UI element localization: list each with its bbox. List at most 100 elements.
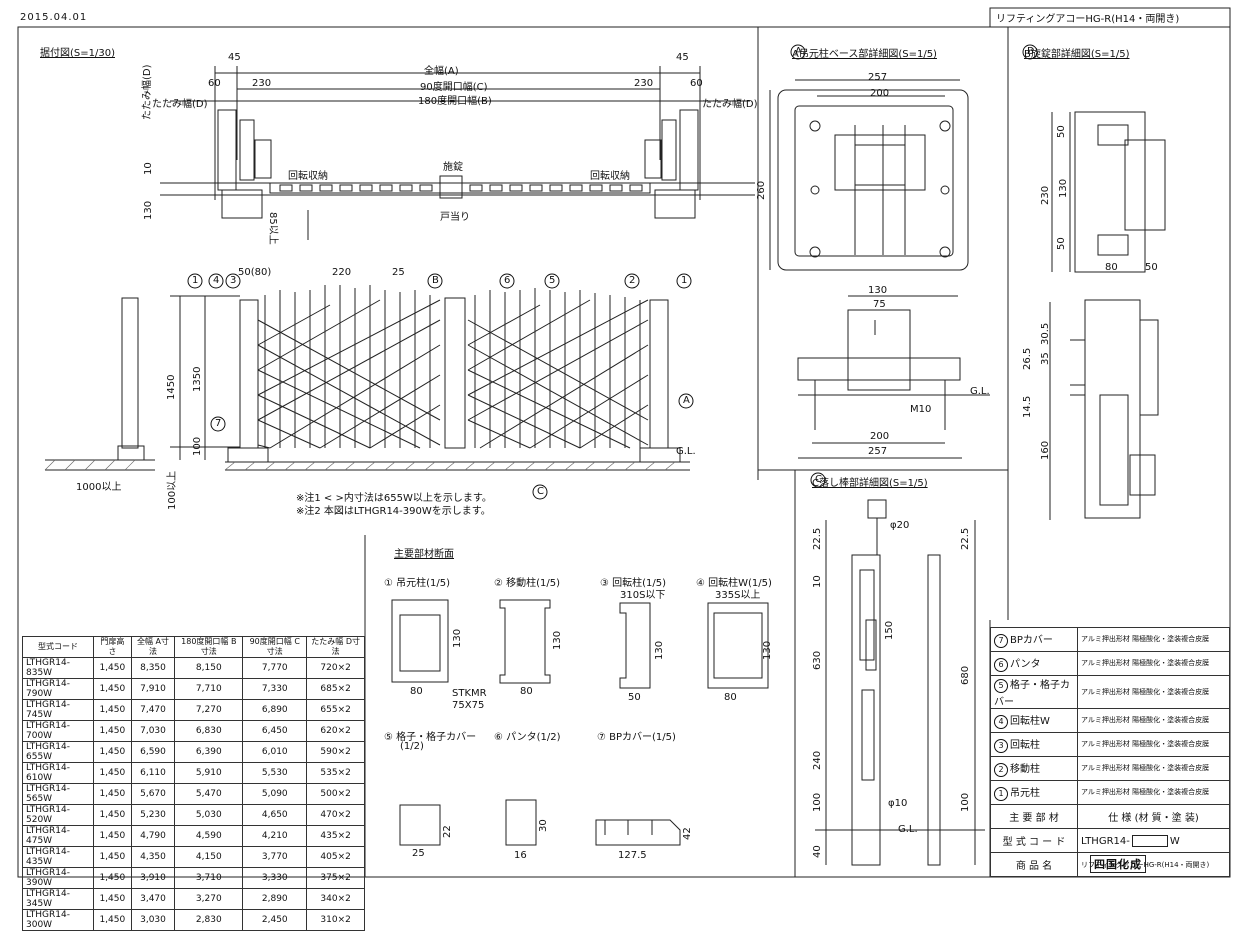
dim-a-75: 75	[873, 299, 886, 310]
spec-value-cell: 6,450	[242, 720, 308, 742]
section-3-width: 50	[628, 692, 641, 703]
part-name: BPカバー	[1010, 635, 1053, 646]
callout-4: 4	[213, 275, 220, 286]
section-5-scale: (1/2)	[400, 741, 424, 752]
dim-b-26-5: 26.5	[1022, 347, 1033, 370]
section-1-title: ① 吊元柱(1/5)	[384, 578, 451, 589]
spec-value-cell: 6,890	[242, 699, 308, 721]
dim-45-right: 45	[676, 52, 689, 63]
note-2: ※注2 本図はLTHGR14-390Wを示します。	[296, 506, 491, 517]
spec-model-cell: LTHGR14-610W	[21, 762, 95, 784]
col-c: 90度開口幅 C寸法	[242, 636, 308, 658]
spec-value-cell: 375×2	[306, 867, 365, 889]
part-spec: アルミ押出形材 陽極酸化・塗装複合皮膜	[1077, 675, 1230, 709]
part-name: 移動柱	[1010, 764, 1040, 775]
elevation-lattice	[257, 285, 649, 449]
section-2-width: 80	[520, 686, 533, 697]
section-1-material: STKMR	[452, 688, 487, 699]
spec-model-cell: LTHGR14-790W	[21, 678, 95, 700]
spec-value-cell: 3,470	[130, 888, 176, 910]
spec-table-header: 型式コード 門扉高さ 全幅 A寸法 180度開口幅 B寸法 90度開口幅 C寸法…	[21, 636, 365, 658]
section-4-title: ④ 回転柱W(1/5)	[696, 578, 772, 589]
spec-value-cell: 1,450	[93, 783, 132, 805]
label-rotate-store-left: 回転収納	[288, 171, 328, 182]
model-row: 型 式 コ ー ド LTHGR14-W	[990, 828, 1230, 853]
spec-value-cell: 1,450	[93, 699, 132, 721]
spec-model-cell: LTHGR14-745W	[21, 699, 95, 721]
callout-c-title: C	[815, 474, 822, 485]
spec-value-cell: 8,350	[130, 657, 176, 679]
dim-60-left: 60	[208, 78, 221, 89]
spec-value-cell: 6,110	[130, 762, 176, 784]
spec-value-cell: 6,590	[130, 741, 176, 763]
spec-value-cell: 7,270	[174, 699, 244, 721]
plan-lattice	[279, 184, 643, 192]
dim-50-80: 50(80)	[238, 267, 272, 278]
model-value-cell: LTHGR14-W	[1077, 828, 1230, 853]
detail-c-title: C落し棒部詳細図(S=1/5)	[812, 478, 928, 489]
label-gl-elevation: G.L.	[676, 446, 696, 457]
part-spec: アルミ押出形材 陽極酸化・塗装複合皮膜	[1077, 651, 1230, 676]
section-7-width: 127.5	[618, 850, 647, 861]
detail-a-title: A吊元柱ベース部詳細図(S=1/5)	[792, 49, 937, 60]
dim-a-257-bottom: 257	[868, 446, 888, 457]
dim-c-22-5-left: 22.5	[812, 527, 823, 550]
dim-90-opening: 90度開口幅(C)	[420, 82, 488, 93]
part-number: 1	[994, 787, 1008, 801]
label-stopper: 戸当り	[440, 212, 470, 223]
callout-1-left: 1	[192, 275, 199, 286]
dim-a-m10: M10	[910, 404, 932, 415]
dim-full-width: 全幅(A)	[424, 66, 459, 77]
dim-100-min: 100以上	[167, 470, 178, 510]
part-number: 6	[994, 658, 1008, 672]
drawing-frame	[17, 26, 1231, 878]
spec-value-cell: 1,450	[93, 657, 132, 679]
dim-a-130: 130	[868, 285, 888, 296]
callout-2: 2	[629, 275, 636, 286]
spec-value-cell: 620×2	[306, 720, 365, 742]
spec-value-cell: 655×2	[306, 699, 365, 721]
section-3-height: 130	[654, 640, 665, 660]
spec-value-cell: 1,450	[93, 762, 132, 784]
part-name: 吊元柱	[1010, 788, 1040, 799]
dim-a-200-bottom: 200	[870, 431, 890, 442]
label-gl-detail-c: G.L.	[898, 824, 918, 835]
dim-60-right: 60	[690, 78, 703, 89]
spec-value-cell: 7,910	[130, 678, 176, 700]
spec-model-cell: LTHGR14-300W	[21, 909, 95, 931]
parts-header-row: 主 要 部 材 仕 様 (材 質・塗 装)	[990, 804, 1230, 829]
spec-model-cell: LTHGR14-390W	[21, 867, 95, 889]
col-model: 型式コード	[21, 636, 95, 658]
model-suffix: W	[1169, 835, 1180, 847]
spec-value-cell: 2,890	[242, 888, 308, 910]
part-spec: アルミ押出形材 陽極酸化・塗装複合皮膜	[1077, 756, 1230, 781]
spec-model-cell: LTHGR14-475W	[21, 825, 95, 847]
spec-label: 仕 様 (材 質・塗 装)	[1077, 804, 1230, 829]
part-name: パンタ	[1010, 659, 1041, 670]
section-6-title: ⑥ パンタ(1/2)	[494, 732, 561, 743]
callout-a-title: A	[795, 46, 802, 57]
spec-value-cell: 4,350	[130, 846, 176, 868]
dim-1000-min: 1000以上	[76, 482, 122, 493]
drawing-linework	[17, 7, 1231, 878]
dim-b-35: 35	[1040, 352, 1051, 365]
detail-b-title: B旋錠部詳細図(S=1/5)	[1024, 49, 1130, 60]
callout-a: A	[683, 395, 690, 406]
dim-c-630: 630	[812, 650, 823, 670]
part-number: 4	[994, 715, 1008, 729]
spec-model-cell: LTHGR14-655W	[21, 741, 95, 763]
callout-c: C	[537, 486, 544, 497]
spec-model-cell: LTHGR14-435W	[21, 846, 95, 868]
model-label: 型 式 コ ー ド	[990, 828, 1078, 853]
spec-value-cell: 5,530	[242, 762, 308, 784]
spec-value-cell: 6,830	[174, 720, 244, 742]
section-6-height: 30	[538, 819, 549, 832]
dim-b-80: 80	[1105, 262, 1118, 273]
section-4-width: 80	[724, 692, 737, 703]
spec-value-cell: 310×2	[306, 909, 365, 931]
